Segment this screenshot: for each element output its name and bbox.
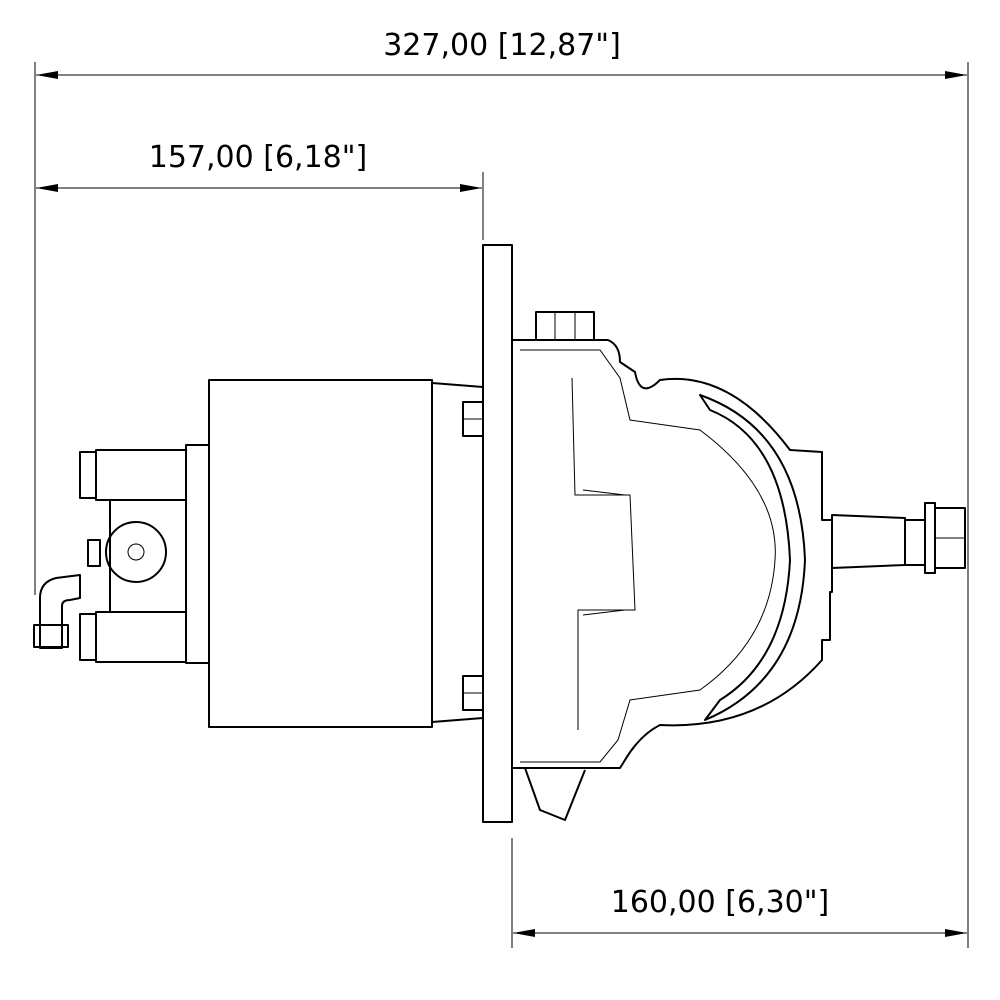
extension-lines (34, 62, 969, 948)
pump-body (33, 244, 966, 823)
dimension-front-length: 160,00 [6,30"] (610, 885, 830, 920)
dimension-overall-length: 327,00 [12,87"] (383, 28, 621, 63)
dimension-flange-offset: 157,00 [6,18"] (148, 140, 368, 175)
